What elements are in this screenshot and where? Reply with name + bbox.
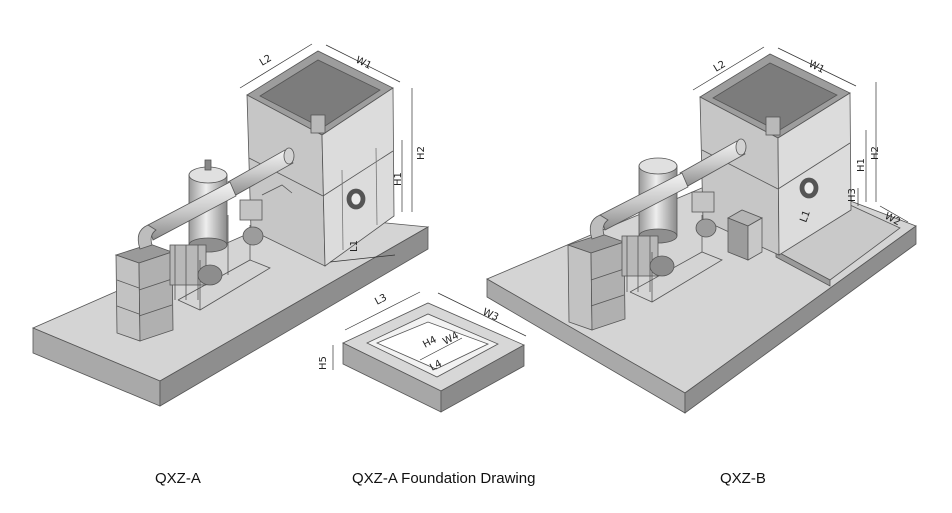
caption-qxz-a: QXZ-A [155,470,201,487]
caption-qxz-b: QXZ-B [720,470,766,487]
caption-foundation: QXZ-A Foundation Drawing [352,470,536,487]
qxz-b-dimensions [692,46,909,223]
qxz-a-h2-label: H2 [416,146,427,160]
qxz-b-machine: L2 W1 H2 H1 H3 L1 W2 [486,46,917,414]
qxz-a-dimensions [239,43,413,263]
qxz-b-control-box [727,209,763,261]
qxz-a-base-slab [31,213,430,407]
foundation-drawing [332,291,527,413]
qxz-b-l1-label: L1 [798,209,812,224]
foundation-h5-label: H5 [318,356,329,370]
qxz-b-l2-label: L2 [712,59,728,75]
qxz-b-fan-frame [629,191,723,303]
foundation-l4-label: L4 [428,358,444,373]
qxz-b-h2-label: H2 [870,146,881,160]
qxz-a-fan-frame [177,184,293,311]
qxz-a-l1-label: L1 [349,240,360,252]
qxz-a-w1-label: W1 [354,55,373,72]
foundation-w3-label: W3 [481,307,500,324]
qxz-b-tower [699,53,852,256]
qxz-a-h1-label: H1 [393,172,404,186]
qxz-a-dust-collector [114,243,174,342]
qxz-b-h1-label: H1 [856,158,867,172]
qxz-b-h3-label: H3 [847,188,858,202]
qxz-b-ramp [775,204,901,287]
qxz-a-l2-label: L2 [258,53,274,69]
foundation-l3-label: L3 [373,292,389,307]
qxz-a-machine: L2 W1 H2 H1 L1 [31,43,430,407]
qxz-b-dust-collector [566,233,626,331]
qxz-a-pipe [137,147,295,300]
